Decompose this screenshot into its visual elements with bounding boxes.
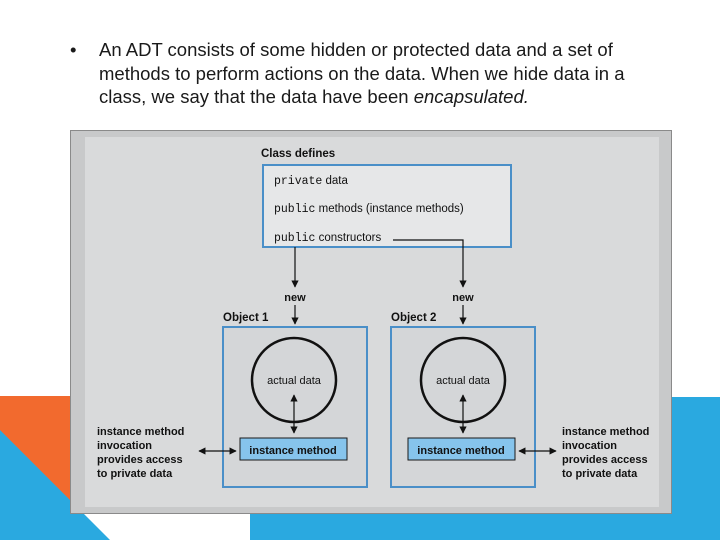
object-1-data-label: actual data — [267, 375, 322, 387]
left-note: instance method invocation provides acce… — [97, 426, 187, 480]
blue-bottom-strip — [250, 514, 720, 540]
object-2-method-label: instance method — [417, 445, 504, 457]
adt-diagram-svg: Class defines private data public method… — [85, 137, 659, 507]
class-box-title: Class defines — [261, 148, 335, 160]
object-2-title: Object 2 — [391, 312, 436, 324]
class-line-public-methods: public methods (instance methods) — [274, 203, 464, 216]
bullet-paragraph: • An ADT consists of some hidden or prot… — [70, 38, 670, 109]
class-definition-box — [262, 164, 512, 248]
object-1-method-box — [239, 437, 348, 461]
object-1-method-label: instance method — [249, 445, 336, 457]
class-line-public-constructors: public constructors — [274, 232, 381, 245]
class-line-private-data: private data — [274, 175, 348, 188]
bullet-emphasis: encapsulated. — [413, 86, 529, 107]
bullet-text-main: An ADT consists of some hidden or protec… — [99, 39, 625, 107]
right-note: instance method invocation provides acce… — [562, 426, 652, 480]
bullet-marker: • — [70, 39, 77, 60]
adt-diagram-figure: Class defines private data public method… — [70, 130, 672, 514]
new-arrow-object-2 — [393, 239, 467, 288]
object-2-data-label: actual data — [436, 375, 491, 387]
object-1-box — [222, 326, 368, 488]
new-label-2: new — [452, 292, 474, 304]
bullet-body: An ADT consists of some hidden or protec… — [99, 38, 670, 109]
new-label-1: new — [284, 292, 306, 304]
object-1-title: Object 1 — [223, 312, 269, 324]
object-2-method-box — [407, 437, 516, 461]
